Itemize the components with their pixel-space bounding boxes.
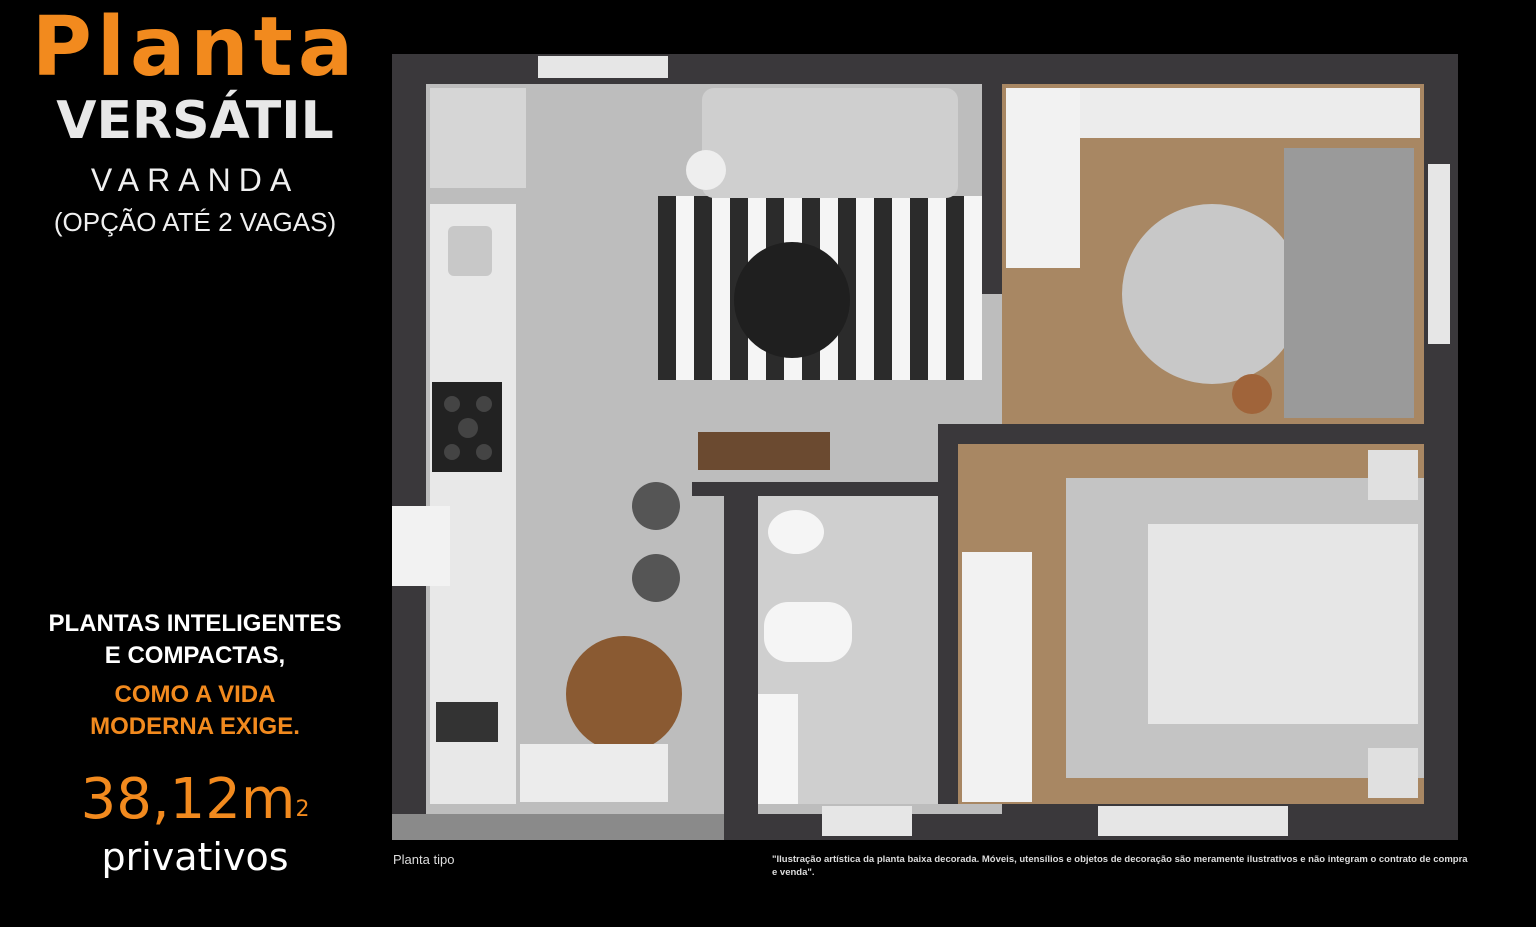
wall xyxy=(982,84,1002,294)
wall xyxy=(692,482,942,496)
side-table xyxy=(686,150,726,190)
title-versatil: VERSÁTIL xyxy=(56,91,334,151)
floor-plan-caption: Planta tipo xyxy=(393,852,455,867)
window xyxy=(538,56,668,78)
window xyxy=(1428,164,1450,344)
refrigerator xyxy=(430,88,526,188)
sink xyxy=(448,226,492,276)
wall xyxy=(938,424,958,804)
nightstand xyxy=(1232,374,1272,414)
burner xyxy=(444,396,460,412)
round-rug xyxy=(1122,204,1302,384)
wall xyxy=(724,482,758,840)
planter xyxy=(698,432,830,470)
nightstand xyxy=(1368,748,1418,798)
dining-table xyxy=(566,636,682,752)
wall xyxy=(940,424,1424,444)
stool xyxy=(632,482,680,530)
burner xyxy=(458,418,478,438)
tagline-line-3: COMO A VIDA xyxy=(114,681,276,708)
title-option-parking: (OPÇÃO ATÉ 2 VAGAS) xyxy=(53,207,337,237)
grill xyxy=(436,702,498,742)
area-superscript: 2 xyxy=(295,797,310,822)
burner xyxy=(476,396,492,412)
balcony-floor xyxy=(392,814,724,840)
stool xyxy=(632,554,680,602)
desk xyxy=(1080,88,1420,138)
toilet xyxy=(764,602,852,662)
shower xyxy=(758,694,798,804)
burner xyxy=(476,444,492,460)
area-label: privativos xyxy=(101,835,289,879)
window xyxy=(1098,806,1288,836)
tagline-line-1: PLANTAS INTELIGENTES xyxy=(48,610,342,637)
wardrobe-1 xyxy=(1006,88,1080,268)
wardrobe-2 xyxy=(962,552,1032,802)
bathroom-sink xyxy=(768,510,824,554)
bed-single xyxy=(1284,148,1414,418)
bench xyxy=(520,744,668,802)
bed-double xyxy=(1148,524,1418,724)
sofa xyxy=(702,88,958,198)
disclaimer: "Ilustração artística da planta baixa de… xyxy=(772,854,1468,878)
laundry-box xyxy=(392,506,450,586)
title-planta: Planta xyxy=(31,0,359,95)
coffee-table xyxy=(734,242,850,358)
tagline-line-2: E COMPACTAS, xyxy=(104,642,286,669)
area-value: 38,12m2 xyxy=(70,765,320,835)
title-varanda: VARANDA xyxy=(90,162,300,198)
burner xyxy=(444,444,460,460)
nightstand xyxy=(1368,450,1418,500)
window xyxy=(822,806,912,836)
floor-plan-image xyxy=(392,54,1458,840)
area-number: 38,12m xyxy=(80,767,296,832)
tagline-line-4: MODERNA EXIGE. xyxy=(90,713,300,740)
